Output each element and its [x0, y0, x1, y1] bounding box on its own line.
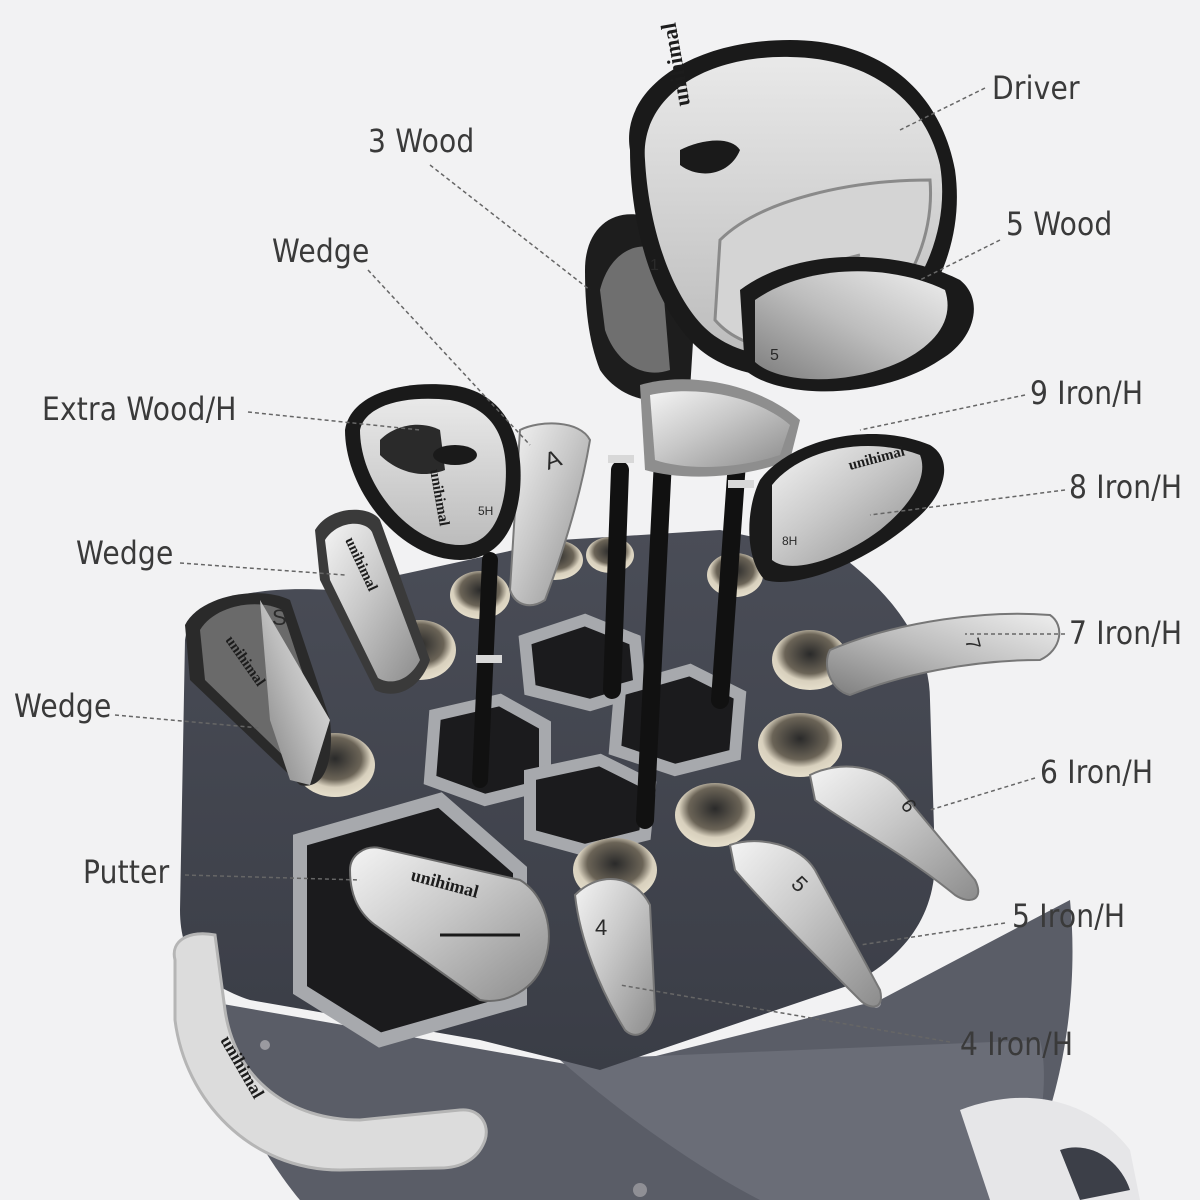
label-7-iron: 7 Iron/H	[1069, 614, 1183, 652]
wedge-a-head: A	[508, 422, 592, 607]
wedge-mid-head: unihimal	[315, 509, 430, 694]
label-wedge-mid: Wedge	[76, 534, 174, 572]
label-5-wood: 5 Wood	[1006, 205, 1113, 243]
svg-text:8H: 8H	[782, 534, 797, 548]
5-wood-head: 5	[740, 256, 974, 392]
label-9-iron: 9 Iron/H	[1030, 374, 1144, 412]
putter-head: unihimal	[348, 846, 550, 1002]
label-5-iron: 5 Iron/H	[1012, 897, 1126, 935]
label-wedge-low: Wedge	[14, 687, 112, 725]
label-3-wood: 3 Wood	[368, 122, 475, 160]
label-8-iron: 8 Iron/H	[1069, 468, 1183, 506]
4-iron-head: 4	[573, 878, 657, 1036]
callout-leader-lines	[114, 87, 1066, 1043]
svg-text:4: 4	[595, 915, 607, 940]
label-putter: Putter	[83, 853, 170, 891]
svg-text:5H: 5H	[478, 504, 493, 518]
6-iron-head: 6	[808, 765, 980, 901]
label-wedge-top: Wedge	[272, 232, 370, 270]
5-iron-head: 5	[728, 840, 882, 1008]
label-extra-wood: Extra Wood/H	[42, 390, 237, 428]
label-driver: Driver	[992, 69, 1080, 107]
wedge-s-head: S unihimal	[185, 593, 331, 786]
svg-text:5: 5	[770, 347, 779, 364]
8-iron-head: unihimal 8H	[749, 433, 945, 582]
hybrid-head: unihimal 5H	[345, 384, 521, 560]
label-4-iron: 4 Iron/H	[960, 1025, 1074, 1063]
svg-text:7: 7	[960, 636, 984, 652]
svg-text:S: S	[272, 605, 287, 630]
svg-text:1: 1	[650, 257, 659, 274]
9-iron-head	[640, 379, 800, 477]
label-6-iron: 6 Iron/H	[1040, 753, 1154, 791]
